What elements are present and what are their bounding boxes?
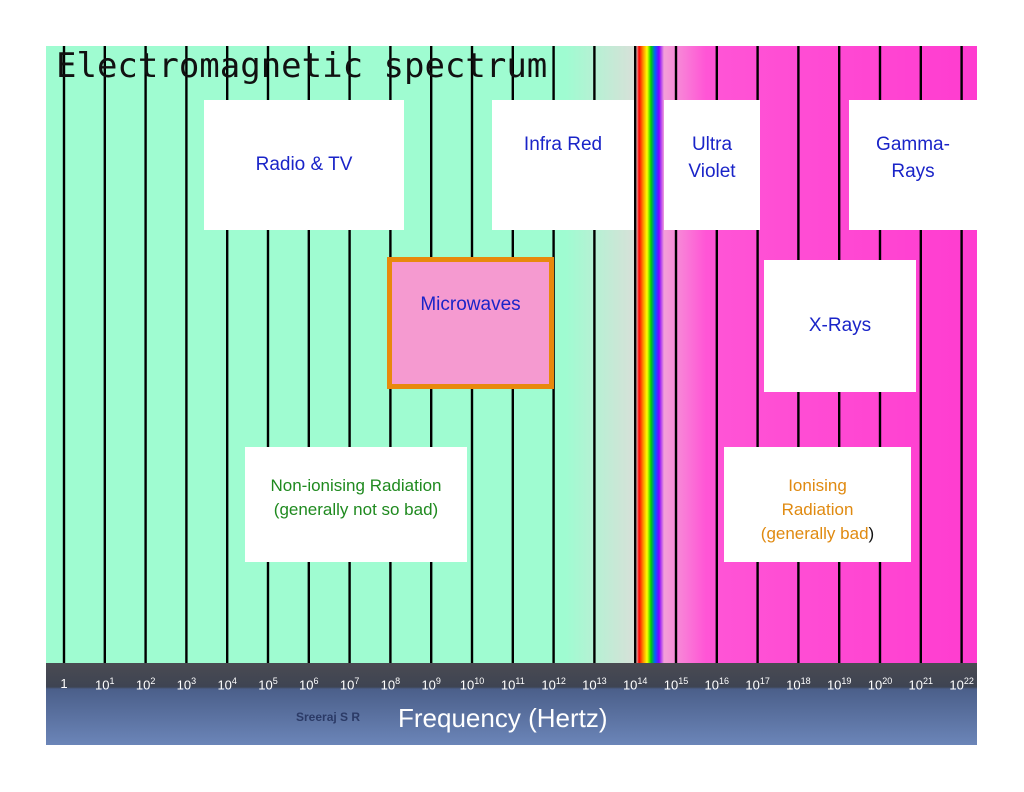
tick-exponent: 15 bbox=[678, 676, 689, 686]
slide-title: Electromagnetic spectrum bbox=[56, 46, 548, 86]
non-ionising-line-2: (generally not so bad) bbox=[273, 499, 439, 519]
tick-base: 10 bbox=[380, 677, 396, 693]
axis-title: Frequency (Hertz) bbox=[398, 703, 608, 733]
microwaves-text: Microwaves bbox=[420, 294, 521, 315]
tick-base: 10 bbox=[339, 677, 355, 693]
tick-base: 10 bbox=[258, 677, 273, 693]
tick-exponent: 10 bbox=[474, 676, 485, 686]
tick-base: 10 bbox=[826, 677, 842, 693]
ultra-violet-line-1: Ultra bbox=[691, 134, 733, 155]
ultra-violet-line-2: Violet bbox=[688, 160, 736, 182]
tick-exponent: 12 bbox=[555, 676, 566, 686]
tick-label: 102 bbox=[136, 676, 155, 692]
tick-base: 10 bbox=[908, 677, 924, 693]
tick-label: 109 bbox=[421, 676, 440, 692]
tick-base: 10 bbox=[217, 677, 232, 693]
tick-label: 105 bbox=[258, 676, 277, 692]
gamma-rays-line-2: Rays bbox=[891, 160, 935, 182]
tick-base: 10 bbox=[176, 677, 192, 693]
tick-label: 103 bbox=[177, 676, 196, 692]
tick-exponent: 11 bbox=[515, 676, 525, 686]
ionising-label: Ionising Radiation (generally bad) bbox=[724, 447, 911, 562]
tick-label: 1012 bbox=[541, 676, 565, 692]
tick-base: 10 bbox=[135, 677, 151, 693]
tick-base: 10 bbox=[459, 677, 475, 693]
tick-base: 10 bbox=[500, 677, 516, 693]
tick-label: 1011 bbox=[501, 676, 525, 692]
tick-exponent: 1 bbox=[109, 676, 115, 686]
non-ionising-line-1: Non-ionising Radiation bbox=[270, 476, 442, 495]
tick-exponent: 20 bbox=[882, 676, 893, 686]
tick-base: 10 bbox=[786, 677, 801, 693]
tick-base: 10 bbox=[421, 677, 436, 693]
tick-label: 1010 bbox=[460, 676, 484, 692]
frequency-axis-bar bbox=[46, 663, 977, 745]
tick-exponent: 6 bbox=[313, 676, 319, 686]
microwaves-label: Microwaves bbox=[387, 257, 554, 389]
tick-base: 10 bbox=[704, 677, 720, 693]
tick-exponent: 22 bbox=[963, 676, 974, 686]
tick-label: 107 bbox=[340, 676, 359, 692]
tick-label: 1015 bbox=[664, 676, 688, 692]
tick-exponent: 2 bbox=[150, 676, 156, 686]
tick-base: 10 bbox=[299, 677, 314, 693]
tick-base: 10 bbox=[582, 677, 597, 693]
tick-exponent: 21 bbox=[923, 676, 934, 686]
tick-label: 1018 bbox=[786, 676, 810, 692]
tick-exponent: 9 bbox=[435, 676, 441, 686]
tick-label: 1022 bbox=[949, 676, 973, 692]
radio-tv-text: Radio & TV bbox=[255, 153, 353, 175]
tick-exponent: 19 bbox=[841, 676, 852, 686]
radio-tv-label: Radio & TV bbox=[204, 100, 404, 230]
tick-exponent: 13 bbox=[596, 676, 607, 686]
tick-base: 10 bbox=[867, 677, 883, 693]
infra-red-text: Infra Red bbox=[523, 134, 603, 155]
author-credit: Sreeraj S R bbox=[296, 710, 361, 724]
spectrum-slide: Electromagnetic spectrum Radio & TV Infr… bbox=[46, 46, 977, 745]
tick-label: 1013 bbox=[582, 676, 606, 692]
tick-exponent: 4 bbox=[231, 676, 237, 686]
tick-base: 10 bbox=[949, 677, 964, 693]
ultra-violet-label: Ultra Violet bbox=[664, 100, 760, 230]
tick-exponent: 3 bbox=[191, 676, 197, 686]
tick-base: 10 bbox=[663, 677, 679, 693]
tick-base: 10 bbox=[541, 677, 556, 693]
x-rays-text: X-Rays bbox=[808, 314, 872, 336]
ionising-line-3-text: (generally bad bbox=[760, 523, 869, 543]
tick-label: 1017 bbox=[745, 676, 769, 692]
tick-exponent: 16 bbox=[719, 676, 730, 686]
ionising-closing-paren: ) bbox=[868, 523, 875, 543]
tick-exponent: 14 bbox=[637, 676, 648, 686]
tick-base: 1 bbox=[60, 676, 68, 691]
infra-red-label: Infra Red bbox=[492, 100, 634, 230]
tick-base: 10 bbox=[622, 677, 638, 693]
tick-exponent: 18 bbox=[800, 676, 811, 686]
tick-label: 108 bbox=[381, 676, 400, 692]
tick-label: 1 bbox=[60, 676, 67, 691]
tick-exponent: 17 bbox=[759, 676, 770, 686]
tick-exponent: 8 bbox=[395, 676, 401, 686]
tick-label: 106 bbox=[299, 676, 318, 692]
tick-label: 101 bbox=[95, 676, 114, 692]
tick-exponent: 7 bbox=[354, 676, 360, 686]
tick-exponent: 5 bbox=[272, 676, 278, 686]
ionising-line-3: (generally bad) bbox=[724, 522, 911, 546]
tick-label: 1016 bbox=[705, 676, 729, 692]
x-rays-label: X-Rays bbox=[764, 260, 916, 392]
gamma-rays-line-1: Gamma- bbox=[876, 134, 950, 155]
ionising-line-2: Radiation bbox=[781, 499, 854, 519]
tick-label: 1014 bbox=[623, 676, 647, 692]
non-ionising-label: Non-ionising Radiation (generally not so… bbox=[245, 447, 467, 562]
tick-label: 1019 bbox=[827, 676, 851, 692]
gamma-rays-label: Gamma- Rays bbox=[849, 100, 977, 230]
tick-base: 10 bbox=[95, 677, 110, 693]
ionising-line-1: Ionising bbox=[788, 476, 847, 495]
tick-label: 1020 bbox=[868, 676, 892, 692]
tick-label: 1021 bbox=[909, 676, 933, 692]
tick-base: 10 bbox=[745, 677, 760, 693]
tick-label: 104 bbox=[217, 676, 236, 692]
